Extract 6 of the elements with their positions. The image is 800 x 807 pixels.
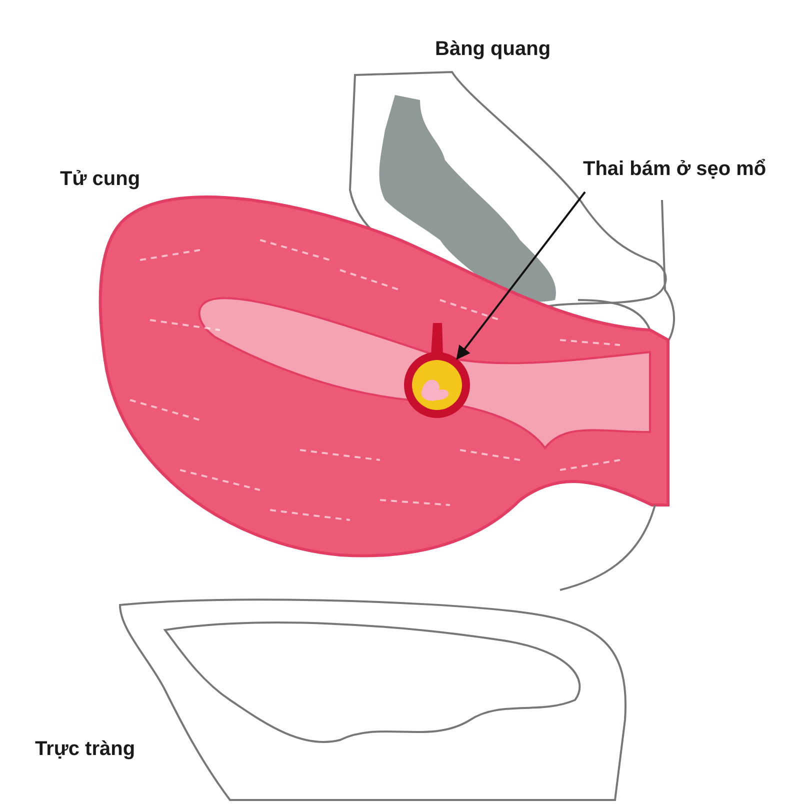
part-label: Tử cung (60, 168, 140, 191)
part-label: Trực tràng (35, 738, 136, 761)
callout-label: Thai bám ở sẹo mổ (583, 158, 766, 181)
gestational-sac-drawing (404, 323, 470, 418)
leader-line (456, 191, 586, 360)
part-label: Bàng quang (435, 38, 551, 61)
